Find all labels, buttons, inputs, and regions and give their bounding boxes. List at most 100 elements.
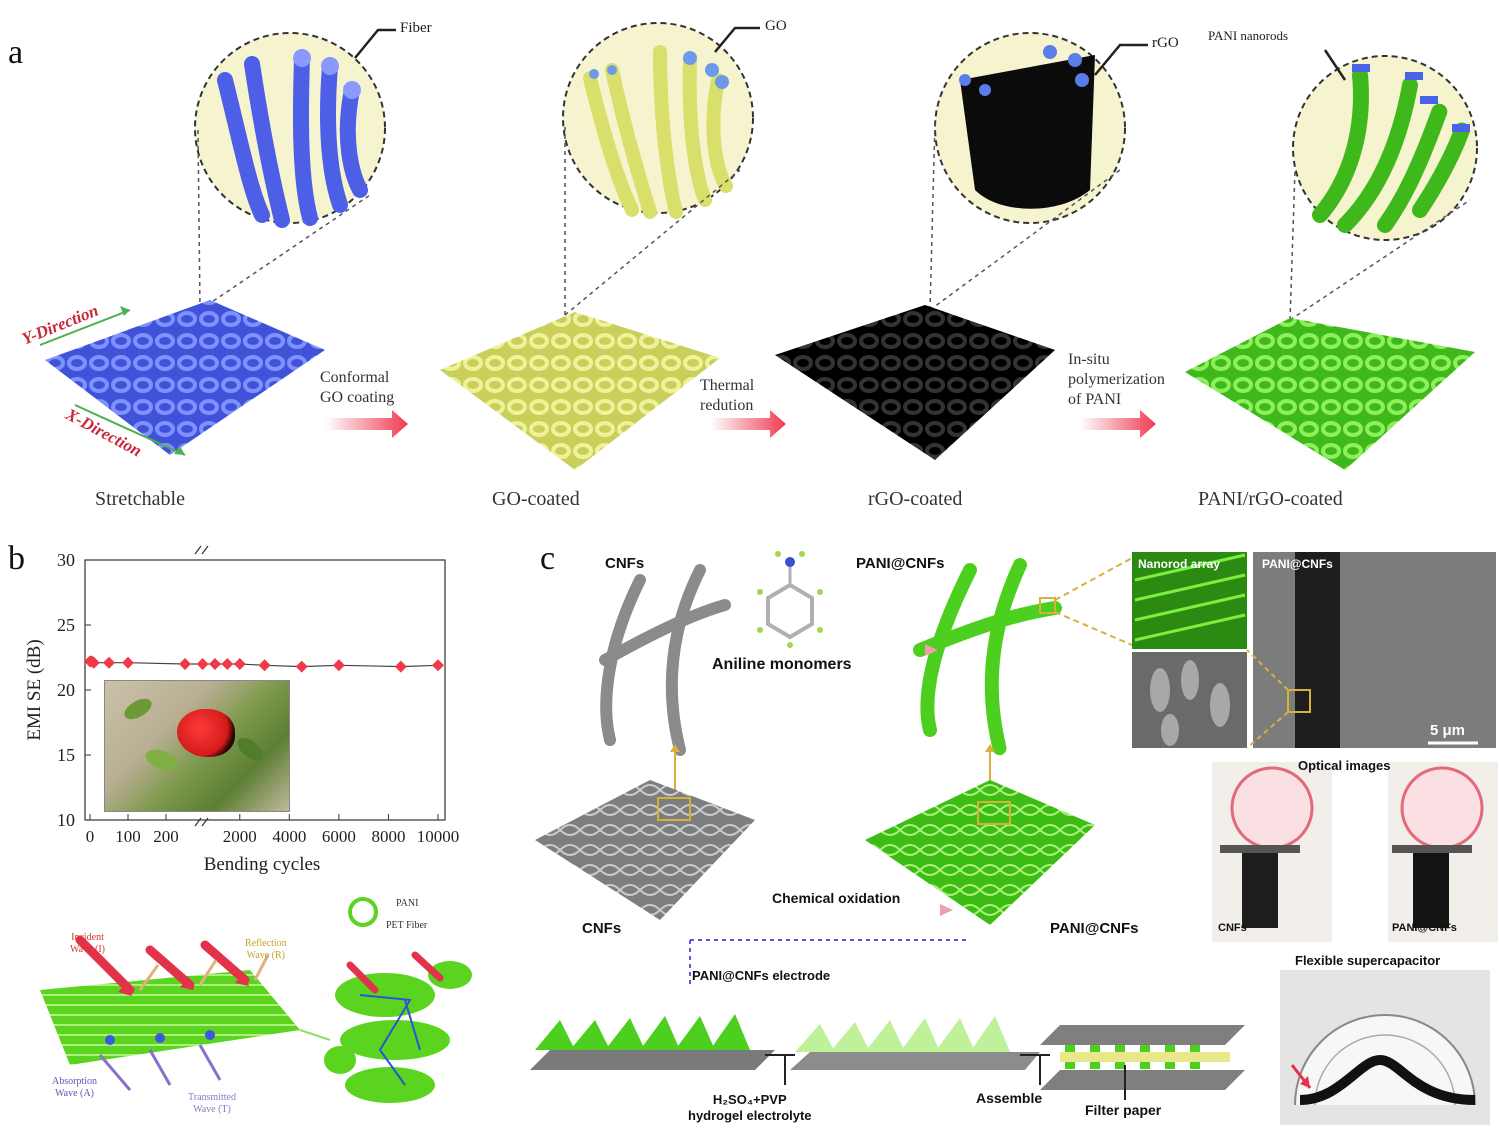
emi-mechanism-schematic bbox=[40, 897, 472, 1103]
step-2-line-1: Thermal bbox=[700, 377, 755, 394]
x-tick-label: 10000 bbox=[417, 827, 460, 846]
zoom-circle-pani bbox=[1292, 55, 1478, 241]
step-2-line-2: redution bbox=[700, 397, 754, 414]
arrow-step-1 bbox=[325, 410, 408, 438]
electrolyte-line-1: H₂SO₄+PVP bbox=[712, 1092, 787, 1107]
x-tick-label: 2000 bbox=[223, 827, 257, 846]
transmitted-line-1: Transmitted bbox=[188, 1092, 236, 1103]
leaf-1 bbox=[121, 694, 155, 724]
data-point bbox=[221, 658, 234, 670]
zoom-circle-go bbox=[562, 22, 754, 219]
rose-photo-inset bbox=[104, 680, 290, 812]
callout-fiber: Fiber bbox=[400, 20, 432, 36]
aniline-molecule-icon bbox=[757, 551, 823, 648]
mesh-sheet bbox=[40, 970, 300, 1065]
data-point bbox=[295, 660, 308, 673]
label-pani-cnfs-mid: PANI@CNFs bbox=[1050, 920, 1139, 937]
caption-go-coated: GO-coated bbox=[492, 488, 580, 510]
label-aniline-monomers: Aniline monomers bbox=[712, 656, 852, 673]
x-tick-label: 4000 bbox=[272, 827, 306, 846]
panel-a-letter: a bbox=[8, 34, 24, 71]
y-tick-label: 20 bbox=[57, 680, 75, 700]
mat-stretchable bbox=[45, 300, 325, 455]
rose-flower-icon bbox=[177, 709, 235, 757]
step-1-line-2: GO coating bbox=[320, 389, 395, 406]
mat-pani bbox=[1185, 318, 1475, 470]
reflection-line-1: Reflection bbox=[245, 938, 287, 949]
panel-c-letter: c bbox=[540, 540, 556, 577]
label-absorption-wave: Absorption Wave (A) bbox=[52, 1076, 97, 1100]
x-tick-label: 0 bbox=[86, 827, 95, 846]
data-point bbox=[432, 659, 444, 672]
label-reflection-wave: Reflection Wave (R) bbox=[245, 938, 287, 962]
step-label-2: Thermal redution bbox=[700, 376, 754, 416]
label-cnfs-top: CNFs bbox=[605, 555, 645, 572]
step-3-line-1: In-situ bbox=[1068, 351, 1110, 368]
x-axis-label: Bending cycles bbox=[204, 854, 321, 875]
mat-rgo bbox=[775, 305, 1055, 460]
callout-go: GO bbox=[765, 18, 787, 34]
x-tick-label: 100 bbox=[115, 827, 141, 846]
callout-pani-nanorods: PANI nanorods bbox=[1208, 28, 1289, 43]
label-optical-pani-cnfs: PANI@CNFs bbox=[1392, 922, 1457, 934]
caption-pani-rgo-coated: PANI/rGO-coated bbox=[1198, 488, 1343, 510]
step-3-line-2: polymerization bbox=[1068, 371, 1165, 388]
panel-a-graphic bbox=[39, 22, 1478, 470]
caption-stretchable: Stretchable bbox=[95, 488, 185, 510]
label-electrolyte: H₂SO₄+PVP hydrogel electrolyte bbox=[688, 1092, 812, 1124]
x-tick-label: 8000 bbox=[371, 827, 405, 846]
axis-break-bottom bbox=[194, 817, 209, 827]
data-point bbox=[209, 658, 221, 670]
transmitted-line-2: Wave (T) bbox=[193, 1104, 231, 1115]
leaf-2 bbox=[142, 745, 182, 775]
label-transmitted-wave: Transmitted Wave (T) bbox=[188, 1092, 236, 1116]
label-electrode: PANI@CNFs electrode bbox=[692, 968, 831, 983]
step-label-3: In-situ polymerization of PANI bbox=[1068, 350, 1165, 410]
label-flexible-supercapacitor: Flexible supercapacitor bbox=[1295, 953, 1441, 968]
electrolyte-line-2: hydrogel electrolyte bbox=[688, 1108, 812, 1123]
label-assemble: Assemble bbox=[976, 1090, 1043, 1106]
legend-pani: PANI bbox=[396, 898, 419, 909]
data-point bbox=[233, 658, 246, 670]
data-point bbox=[87, 656, 100, 669]
incident-line-2: Wave (I) bbox=[70, 944, 106, 955]
y-tick-label: 25 bbox=[57, 615, 75, 635]
label-filter-paper: Filter paper bbox=[1085, 1102, 1162, 1118]
data-point bbox=[332, 659, 345, 672]
legend-pet-fiber: PET Fiber bbox=[386, 920, 428, 931]
data-point bbox=[258, 659, 271, 672]
zoom-circle-rgo bbox=[934, 32, 1126, 224]
woven-mat-cnfs bbox=[535, 780, 755, 920]
y-tick-label: 10 bbox=[57, 810, 75, 830]
label-incident-wave: Incident Wave (I) bbox=[70, 932, 105, 956]
label-pani-cnfs-top: PANI@CNFs bbox=[856, 555, 945, 572]
y-tick-label: 30 bbox=[57, 550, 75, 570]
absorption-line-1: Absorption bbox=[52, 1076, 97, 1087]
leaf-3 bbox=[233, 733, 267, 765]
arrow-step-3 bbox=[1080, 410, 1156, 438]
step-label-1: Conformal GO coating bbox=[320, 368, 394, 408]
mat-go bbox=[440, 312, 720, 470]
step-1-line-1: Conformal bbox=[320, 369, 390, 386]
caption-rgo-coated: rGO-coated bbox=[868, 488, 963, 510]
label-chemical-oxidation: Chemical oxidation bbox=[772, 890, 901, 906]
panel-b-letter: b bbox=[8, 540, 25, 577]
scale-bar-label: 5 μm bbox=[1430, 722, 1466, 739]
data-point bbox=[196, 658, 209, 670]
label-optical-images: Optical images bbox=[1298, 758, 1391, 773]
axis-break-top bbox=[194, 545, 209, 555]
label-optical-cnfs: CNFs bbox=[1218, 922, 1247, 934]
callout-rgo: rGO bbox=[1152, 35, 1179, 51]
data-point bbox=[179, 658, 191, 670]
label-cnfs-mid: CNFs bbox=[582, 920, 622, 937]
woven-mat-pani bbox=[865, 780, 1095, 925]
step-3-line-3: of PANI bbox=[1068, 391, 1122, 408]
data-point bbox=[394, 660, 407, 673]
x-tick-label: 200 bbox=[153, 827, 179, 846]
data-point bbox=[103, 656, 115, 669]
incident-line-1: Incident bbox=[71, 932, 104, 943]
reflection-line-2: Wave (R) bbox=[246, 950, 285, 961]
x-tick-label: 6000 bbox=[322, 827, 356, 846]
panel-c-graphic bbox=[530, 551, 1498, 1125]
